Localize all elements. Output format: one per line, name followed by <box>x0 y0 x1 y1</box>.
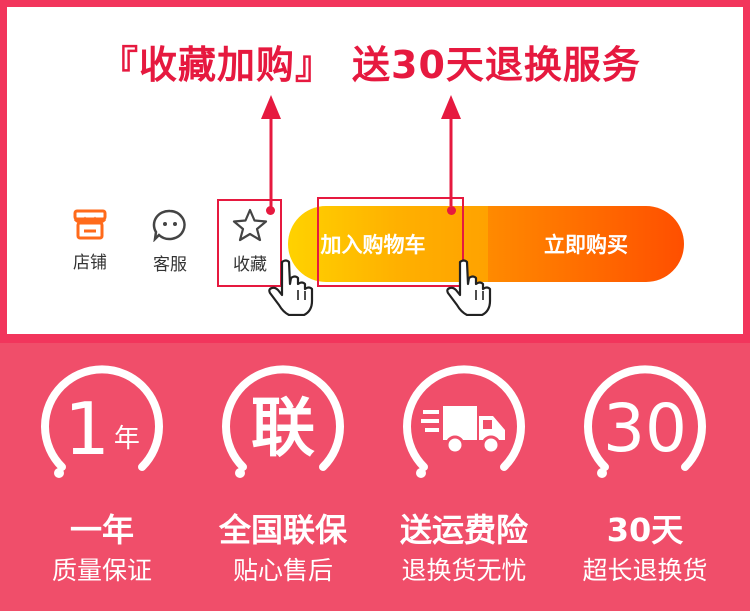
badge-ring <box>41 365 163 478</box>
store-icon <box>73 209 107 240</box>
store-label: 店铺 <box>73 253 107 273</box>
buy-now-button[interactable]: 立即购买 <box>488 206 684 282</box>
badge-ring <box>584 365 706 478</box>
chat-face-icon <box>152 209 186 243</box>
badge-ring <box>403 365 525 478</box>
promo-panel <box>0 0 750 343</box>
favorite-highlight-dot <box>266 206 275 215</box>
feature-subtitle: 质量保证 <box>51 556 152 585</box>
favorite-label: 收藏 <box>233 255 267 275</box>
service-label: 客服 <box>153 255 187 275</box>
feature-subtitle: 贴心售后 <box>232 556 333 585</box>
cart-highlight-dot <box>447 206 456 215</box>
feature-title: 送运费险 <box>399 511 528 549</box>
badge-ring <box>222 365 344 478</box>
star-icon <box>232 208 268 242</box>
arrow-up-icon <box>261 95 281 207</box>
pointer-hand-icon <box>446 259 492 316</box>
badge-one-year: 1 年 <box>35 362 169 496</box>
customer-service-button[interactable]: 客服 <box>140 208 200 275</box>
feature-subtitle: 超长退换货 <box>582 556 708 585</box>
cart-highlight <box>317 197 464 287</box>
truck-icon <box>421 406 505 455</box>
badge-30-number: 30 <box>603 390 687 467</box>
arrow-up-icon <box>441 95 461 207</box>
badge-one-year-number: 1 <box>64 387 110 471</box>
badge-30-days: 30 <box>578 362 712 496</box>
feature-subtitle: 退换货无忧 <box>401 556 527 585</box>
badge-national-warranty: 联 <box>216 362 350 496</box>
headline-favorite-cart: 『收藏加购』 <box>100 43 335 87</box>
badge-one-year-unit: 年 <box>113 423 140 454</box>
headline-return-service: 送30天退换服务 <box>352 43 641 87</box>
badge-shipping-insurance <box>397 362 531 496</box>
feature-title: 30天 <box>606 511 684 549</box>
pointer-hand-icon <box>268 259 314 316</box>
favorite-highlight <box>217 199 282 287</box>
feature-title: 一年 <box>69 511 134 549</box>
store-button[interactable]: 店铺 <box>60 208 120 273</box>
feature-title: 全国联保 <box>218 511 347 549</box>
badge-warranty-char: 联 <box>251 392 315 466</box>
favorite-button[interactable]: 收藏 <box>220 208 280 275</box>
add-to-cart-button[interactable]: 加入购物车 <box>288 206 488 282</box>
